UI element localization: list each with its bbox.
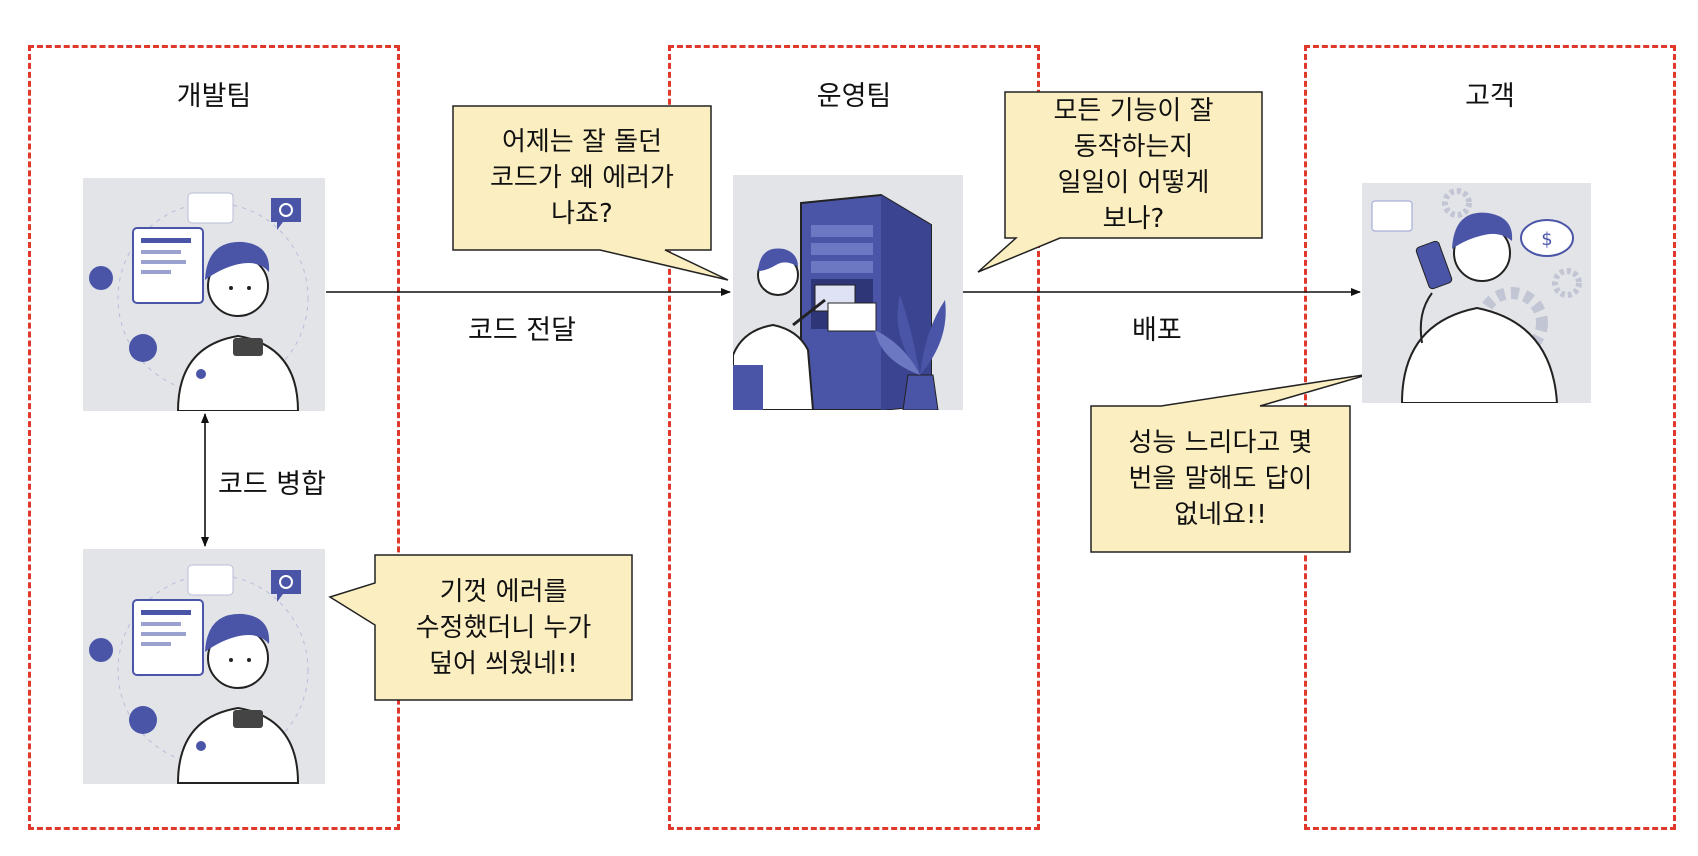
customer-complaint-text: 성능 느리다고 몇 번을 말해도 답이 없네요!!	[1128, 428, 1313, 530]
customer-phone-icon: $	[1362, 183, 1591, 403]
customer-title: 고객	[1465, 81, 1515, 112]
dev-complaint-note: 기껏 에러를 수정했더니 누가 덮어 씌웠네!!	[375, 555, 632, 700]
handoff-label: 코드 전달	[468, 315, 576, 346]
dev-complaint-text: 기껏 에러를 수정했더니 누가 덮어 씌웠네!!	[415, 576, 592, 679]
dev-team-title: 개발팀	[176, 81, 252, 112]
customer-group	[1304, 45, 1676, 830]
deploy-label: 배포	[1132, 315, 1182, 346]
dev-team-group	[28, 45, 400, 830]
developer-illustration-icon	[83, 549, 325, 784]
ops-question-text: 어제는 잘 돌던 코드가 왜 에러가 나죠?	[490, 127, 674, 229]
customer-complaint-note: 성능 느리다고 몇 번을 말해도 답이 없네요!!	[1091, 406, 1350, 552]
merge-label: 코드 병합	[218, 469, 326, 500]
ops-team-group	[668, 45, 1040, 830]
ops-question-note: 어제는 잘 돌던 코드가 왜 에러가 나죠?	[453, 106, 711, 250]
ops-team-title: 운영팀	[816, 81, 892, 112]
svg-text:$: $	[1541, 229, 1552, 250]
server-rack-operator-icon	[733, 175, 963, 410]
ops-concern-text: 모든 기능이 잘 동작하는지 일일이 어떻게 보나?	[1053, 96, 1214, 234]
developer-illustration-icon	[83, 178, 325, 411]
ops-concern-note: 모든 기능이 잘 동작하는지 일일이 어떻게 보나?	[1005, 92, 1262, 238]
